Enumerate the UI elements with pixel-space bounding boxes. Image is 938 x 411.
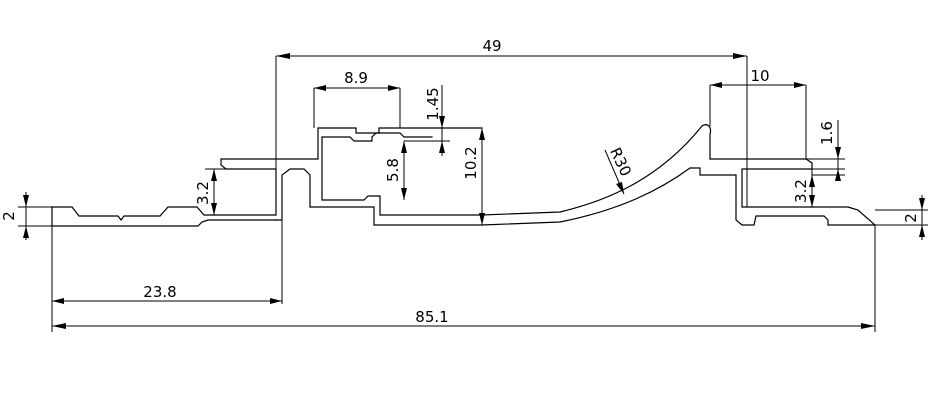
dim-label-slot-height: 5.8 — [384, 158, 402, 182]
outline-foot-left — [275, 167, 876, 226]
dim-label-body-height: 10.2 — [462, 146, 480, 179]
profile-outline — [51, 124, 876, 227]
dim-label-total-length: 85.1 — [415, 308, 448, 326]
dim-label-left-thickness: 2 — [0, 211, 18, 221]
dim-label-right-thickness: 2 — [902, 213, 920, 223]
dim-label-slot-width: 8.9 — [344, 69, 368, 87]
dim-label-left-step: 3.2 — [194, 181, 212, 205]
dimension-lines — [18, 53, 928, 332]
dim-label-right-gap: 1.6 — [818, 121, 836, 145]
dimension-labels: 49 8.9 1.45 5.8 10.2 R30 10 1.6 3.2 3.2 … — [0, 37, 920, 326]
outline-curve-top — [481, 124, 876, 226]
dim-label-overall-width: 49 — [482, 37, 501, 55]
dim-label-right-step: 3.2 — [792, 179, 810, 203]
dim-label-slot-top: 1.45 — [424, 87, 442, 120]
outline-chamber — [321, 132, 483, 216]
dim-label-left-offset: 23.8 — [143, 283, 176, 301]
dim-label-right-width: 10 — [750, 67, 769, 85]
outline-top — [51, 127, 483, 221]
outline-bottom — [51, 206, 277, 227]
